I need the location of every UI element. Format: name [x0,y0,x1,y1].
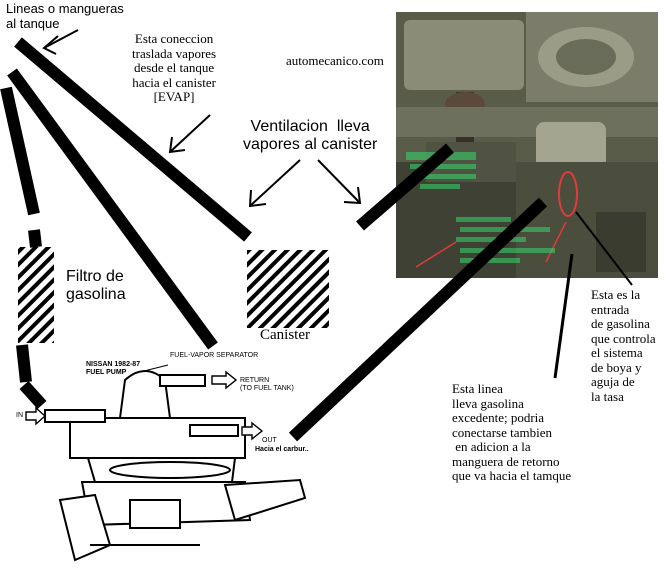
arrows [42,29,633,379]
pump-title: NISSAN 1982-87 FUEL PUMP [86,361,141,376]
fuel-filter-symbol [18,247,54,343]
pump-out-label: OUT [262,437,277,444]
fuel-entry-note: Esta es la entrada de gasolina que contr… [591,287,656,404]
pump-separator-label: FUEL-VAPOR SEPARATOR [170,352,259,359]
hose-pump-out-to-carburetor [288,197,548,442]
fuel-filter-label: Filtro de gasolina [66,268,126,303]
hose-filter-to-pump [16,344,32,383]
ventilation-note: Ventilacion lleva vapores al canister [243,118,378,153]
pump-diaphragm [109,461,231,479]
pump-toward-carb-label: Hacia el carbur.. [255,446,309,453]
pointer-fuel-entry [575,211,633,286]
flow-arrows [25,370,264,441]
arrow-lines-to-tank [43,29,79,49]
hose-tank-to-filter [0,86,40,216]
return-flow-arrow [211,370,238,390]
carburetor-photo [396,12,658,278]
pump-rocker-arm [223,478,307,522]
hose-tank-to-pump-return [7,68,218,350]
pump-return-tube [159,374,206,387]
carburetor-photo-art [396,12,658,278]
excess-line-note: Esta linea lleva gasolina excedente; pod… [452,381,572,484]
hoses [0,37,548,442]
pump-out-tube [189,424,239,437]
hose-filter-to-pump-inlet [19,380,47,410]
canister-label: Canister [260,327,310,343]
arrow-vent-right [317,159,361,204]
in-flow-arrow [25,406,47,426]
separator-leader-line [139,364,169,373]
hose-tank-to-filter-lower [28,229,42,248]
connection-note: Esta coneccion traslada vapores desde el… [132,31,217,105]
canister-symbol [247,250,329,328]
hose-tank-to-canister [14,37,252,242]
arrow-connection [169,114,211,153]
lines-to-tank-label: Lineas o mangueras al tanque [6,1,124,31]
fuel-pump-drawing [44,370,307,562]
pump-return-label: RETURN (TO FUEL TANK) [240,377,294,392]
arrow-vent-left [249,159,301,207]
out-flow-arrow [241,421,264,441]
pump-inlet-tube [44,409,106,423]
pointer-excess-line [553,253,574,379]
site-label: automecanico.com [286,53,384,68]
hose-vent-to-canister [356,143,454,231]
pump-in-label: IN [16,412,23,419]
pump-spring-housing [129,499,181,529]
